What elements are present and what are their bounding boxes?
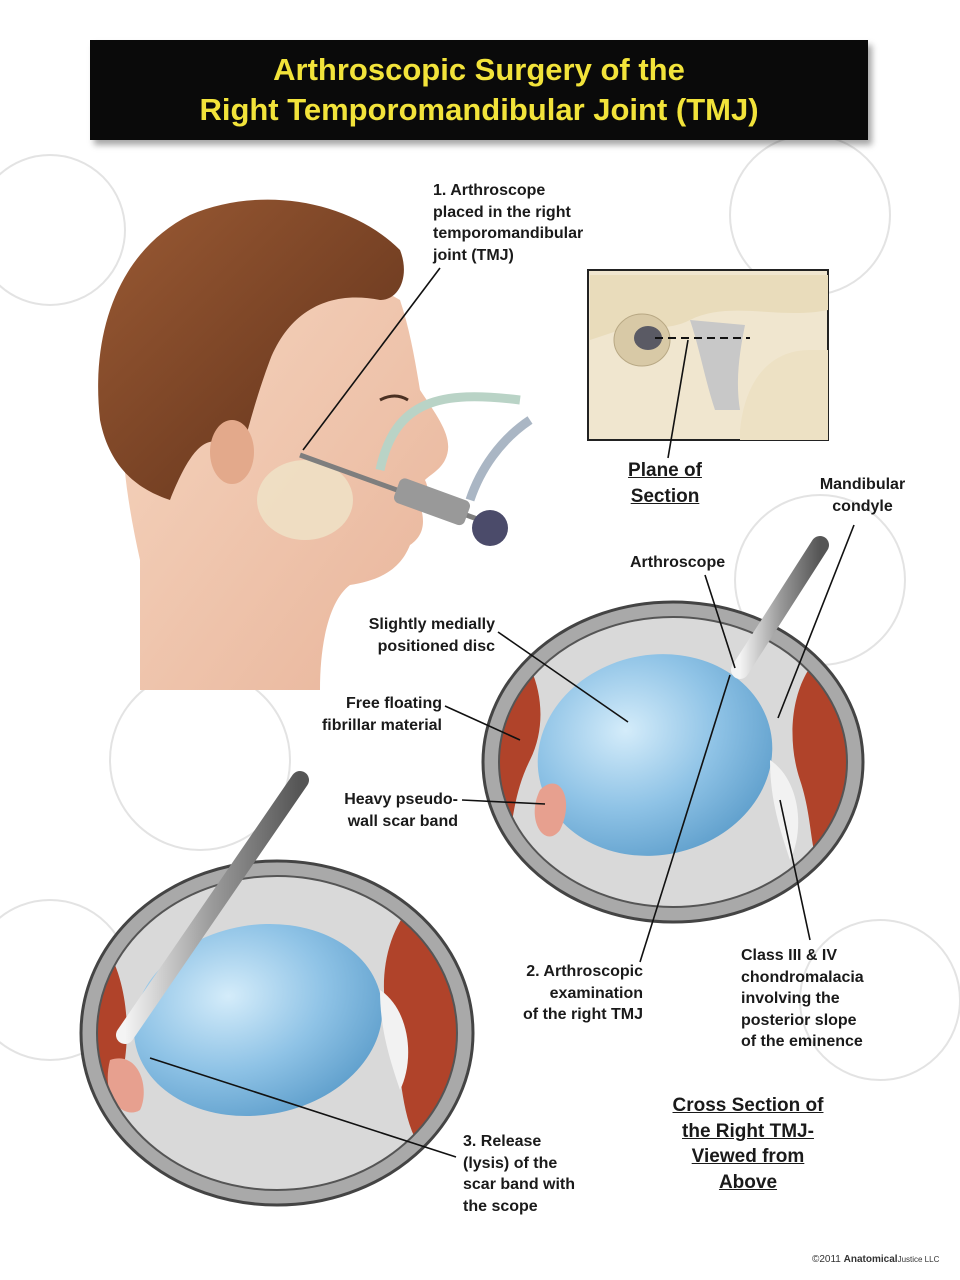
label-line: wall scar band [347,812,458,830]
arthroscope-instrument [299,392,533,546]
label-line: Cross Section of [672,1095,824,1116]
label-line: of the right TMJ [523,1006,643,1023]
label-cross-section: Cross Section of the Right TMJ- Viewed f… [650,1093,846,1195]
label-line: the Right TMJ- [682,1120,814,1142]
label-line: Class III & IV [741,947,838,964]
label-line: of the eminence [741,1033,863,1050]
label-line: examination [549,984,643,1002]
brand-name: Anatomical [843,1254,898,1265]
copyright-year: ©2011 [812,1254,841,1265]
cross-section-2 [79,771,475,1207]
label-medial-disc: Slightly medially positioned disc [340,614,495,657]
title-line-1: Arthroscopic Surgery of the [273,52,685,87]
label-line: 3. Release [463,1133,542,1150]
label-scar-band: Heavy pseudo- wall scar band [300,789,458,832]
label-line: (lysis) of the [463,1154,558,1172]
label-line: Viewed from [691,1146,805,1167]
title-line-2: Right Temporomandibular Joint (TMJ) [199,92,759,127]
label-line: Free floating [345,695,442,712]
label-line: positioned disc [377,637,495,655]
label-line: 1. Arthroscope [433,182,546,199]
label-line: posterior slope [741,1011,857,1029]
label-arthroscope: Arthroscope [630,554,726,571]
leader-lines [149,267,855,1158]
label-line: Heavy pseudo- [344,791,458,808]
label-line: 2. Arthroscopic [526,963,643,980]
label-line: involving the [741,990,840,1007]
label-line: Section [630,485,700,507]
label-line: joint (TMJ) [433,246,514,264]
label-fibrillar-material: Free floating fibrillar material [290,693,442,736]
label-line: temporomandibular [433,225,584,242]
label-step1: 1. Arthroscope placed in the right tempo… [433,180,583,266]
footer-copyright: ©2011 AnatomicalJustice LLC [812,1254,939,1265]
label-line: Slightly medially [368,616,495,633]
label-line: the scope [463,1197,538,1215]
label-step3: 3. Release (lysis) of the scar band with… [463,1131,575,1217]
label-chondromalacia: Class III & IV chondromalacia involving … [741,945,864,1053]
label-line: fibrillar material [321,716,442,734]
brand-suffix: Justice LLC [897,1255,940,1264]
label-line: Plane of [628,460,702,481]
inset-joint-view [587,269,829,441]
label-mandibular-condyle: Mandibular condyle [790,474,935,517]
head-illustration [98,199,449,691]
label-line: condyle [832,497,893,515]
cross-section-1 [481,536,865,924]
label-step2: 2. Arthroscopic examination of the right… [500,961,643,1026]
label-line: scar band with [463,1176,576,1193]
label-plane-of-section: Plane of Section [605,458,725,509]
label-line: chondromalacia [741,968,864,986]
label-line: placed in the right [433,203,571,221]
label-line: Above [718,1171,778,1193]
title-banner: Arthroscopic Surgery of the Right Tempor… [90,40,868,140]
label-line: Mandibular [819,476,906,493]
